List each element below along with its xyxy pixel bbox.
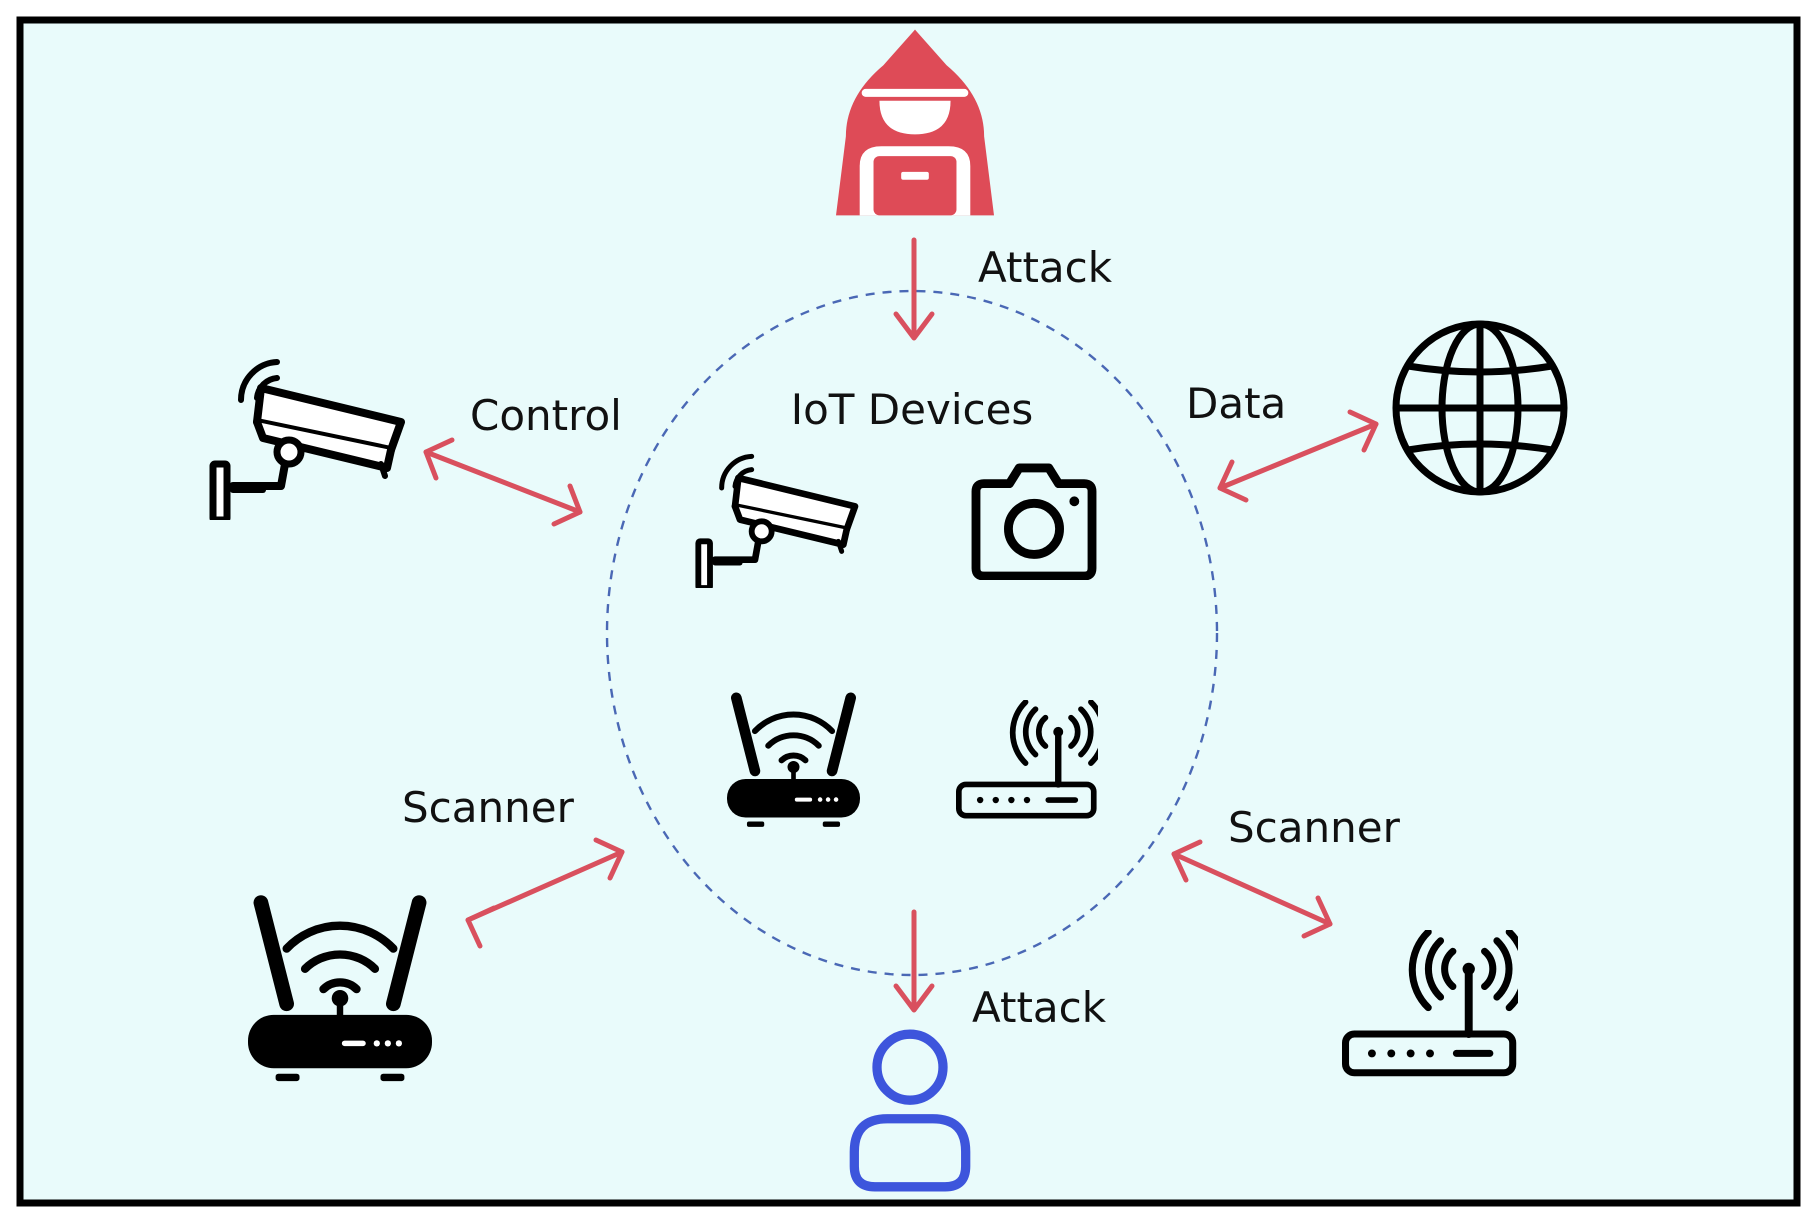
iot-network-boundary [605, 289, 1219, 977]
data-arrow [1217, 409, 1379, 503]
attack-arrow-top [893, 237, 935, 341]
data-label: Data [1186, 379, 1286, 428]
control-arrow [423, 437, 583, 527]
scanner-label-right: Scanner [1228, 803, 1401, 852]
scanner-arrow-left [465, 837, 625, 949]
control-label: Control [470, 391, 622, 440]
attack-arrow-bottom [893, 909, 935, 1013]
scanner-arrow-right [1171, 839, 1333, 939]
attack-label-bottom: Attack [972, 983, 1107, 1032]
iot-devices-title: IoT Devices [791, 385, 1034, 434]
globe-icon [1396, 324, 1564, 492]
attack-label-top: Attack [978, 243, 1113, 292]
scanner-label-left: Scanner [402, 783, 575, 832]
